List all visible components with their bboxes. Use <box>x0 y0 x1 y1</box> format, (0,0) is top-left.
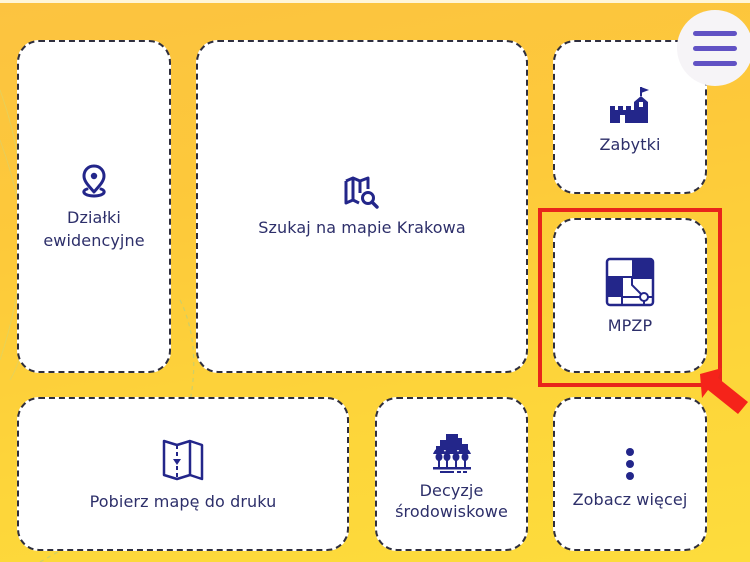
tile-dzialki-ewidencyjne[interactable]: Działki ewidencyjne <box>17 40 171 373</box>
tile-mpzp[interactable]: MPZP <box>553 218 707 373</box>
tile-decyzje-srodowiskowe[interactable]: Decyzje środowiskowe <box>375 397 528 551</box>
tile-pobierz-mape[interactable]: Pobierz mapę do druku <box>17 397 349 551</box>
hamburger-menu-icon <box>693 60 737 66</box>
tile-label: Działki <box>67 207 121 227</box>
tile-label: MPZP <box>607 316 653 335</box>
hamburger-menu-icon <box>693 45 737 51</box>
tile-zobacz-wiecej[interactable]: Zobacz więcej <box>553 397 707 551</box>
castle-icon <box>610 86 649 123</box>
tile-label: Zabytki <box>599 134 661 154</box>
tile-label: środowiskowe <box>395 502 508 521</box>
environment-icon <box>432 434 471 473</box>
zoning-plan-icon <box>605 257 655 307</box>
map-download-icon <box>162 439 204 480</box>
tile-label: Zobacz więcej <box>572 489 688 509</box>
tile-label: Decyzje <box>419 481 484 500</box>
tile-label: ewidencyjne <box>43 230 145 250</box>
hamburger-menu-icon <box>693 30 737 36</box>
map-pin-icon <box>82 164 106 198</box>
top-edge <box>0 0 750 3</box>
menu-button[interactable] <box>677 10 750 86</box>
tile-label: Pobierz mapę do druku <box>89 491 277 511</box>
tile-szukaj-na-mapie[interactable]: Szukaj na mapie Krakowa <box>196 40 528 373</box>
map-search-icon <box>344 176 379 209</box>
more-vertical-icon <box>626 447 634 480</box>
tile-label: Szukaj na mapie Krakowa <box>258 218 466 237</box>
